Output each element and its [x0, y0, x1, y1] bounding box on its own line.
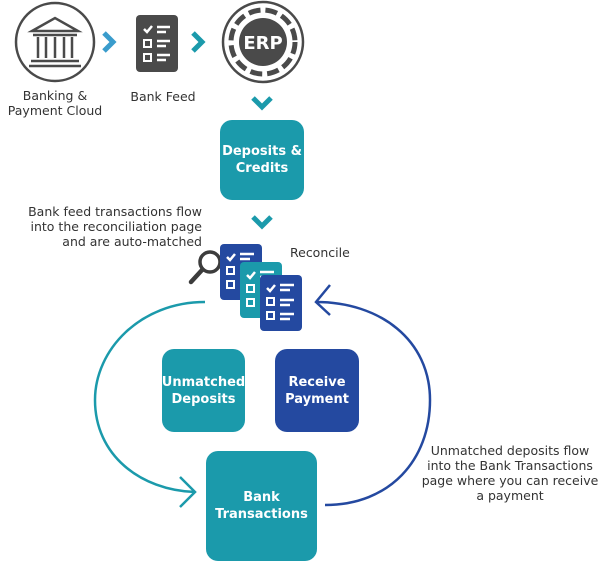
note-line: Unmatched deposits flow	[430, 443, 590, 458]
left-note: Bank feed transactions flow into the rec…	[10, 204, 202, 249]
right-note: Unmatched deposits flow into the Bank Tr…	[420, 443, 600, 503]
note-line: into the reconciliation page	[30, 219, 203, 234]
banking-label-line: Payment Cloud	[7, 103, 103, 118]
chevron-down-icon	[251, 215, 273, 230]
note-line: page where you can receive	[421, 473, 599, 488]
box-text: Credits	[235, 161, 289, 176]
box-text: Bank	[243, 490, 280, 505]
box-text: Payment	[285, 391, 349, 407]
box-text: Receive	[288, 374, 346, 390]
note-line: into the Bank Transactions	[427, 458, 593, 473]
reconcile-label: Reconcile	[290, 245, 350, 260]
box-text: Deposits &	[222, 144, 302, 159]
magnifier-icon	[188, 250, 222, 285]
chevron-down-icon	[251, 96, 273, 111]
svg-text:ERP: ERP	[243, 33, 282, 54]
bank-icon	[14, 1, 96, 83]
arrowhead	[314, 284, 331, 316]
flow-arrow-left	[93, 300, 206, 494]
arrowhead	[179, 476, 197, 508]
note-line: Bank feed transactions flow	[28, 204, 202, 219]
deposits-credits-box: Deposits & Credits	[220, 120, 304, 200]
checklist-stack-icon	[220, 244, 302, 331]
chevron-right-icon	[102, 31, 117, 53]
box-text: Transactions	[215, 507, 308, 522]
banking-label-line: Banking &	[22, 88, 88, 103]
box-text: Deposits	[171, 391, 236, 407]
erp-gear-icon: ERP	[221, 0, 305, 84]
bank-feed-label: Bank Feed	[130, 89, 196, 104]
note-line: a payment	[476, 488, 544, 503]
box-text: Unmatched	[161, 374, 246, 390]
banking-label: Banking & Payment Cloud	[0, 88, 110, 118]
checklist-icon	[136, 15, 178, 72]
checklist-doc	[260, 275, 302, 331]
flow-arrow-right	[315, 300, 432, 507]
note-line: and are auto-matched	[62, 234, 202, 249]
chevron-right-icon	[191, 31, 206, 53]
